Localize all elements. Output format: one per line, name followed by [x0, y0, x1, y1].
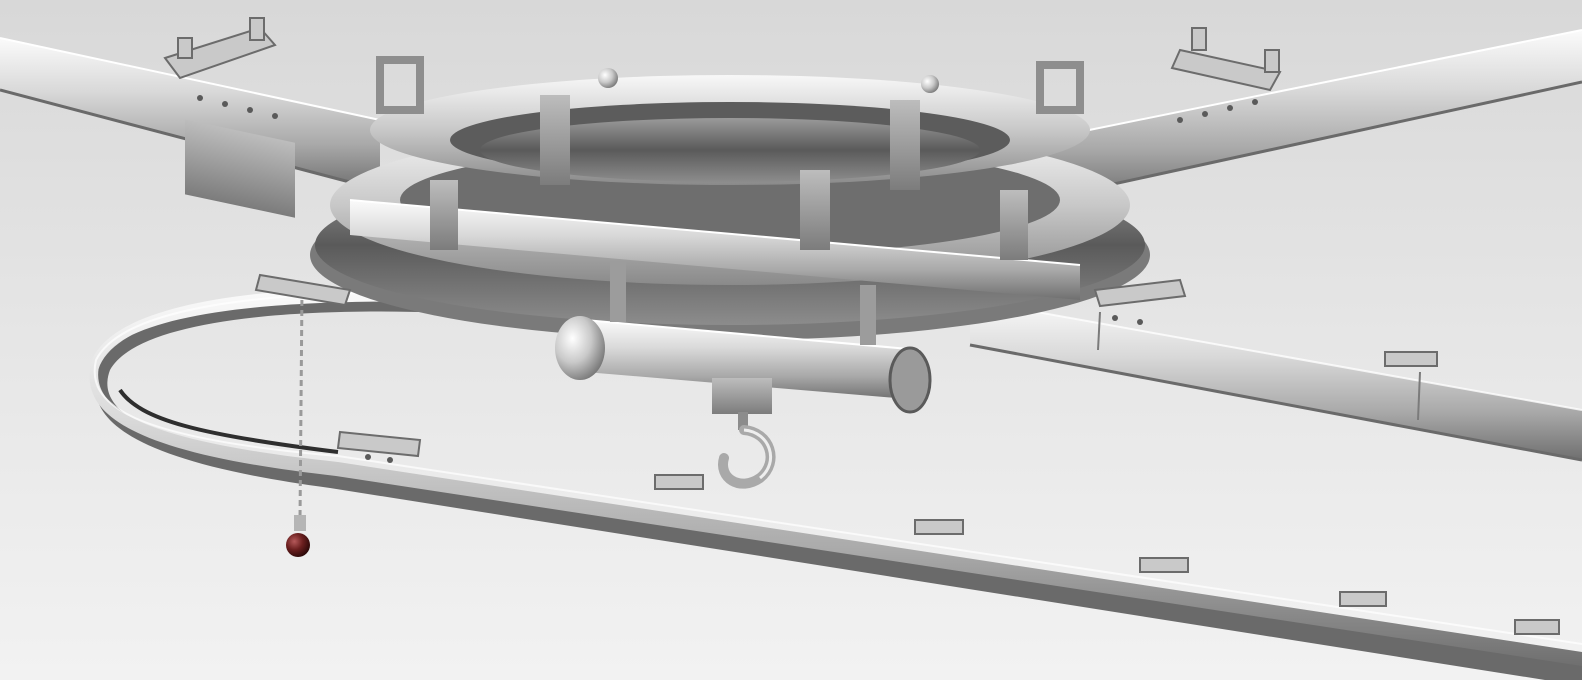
rail-clamp	[914, 519, 964, 535]
rail-clamp	[1514, 619, 1560, 635]
rail-clamp	[254, 273, 352, 307]
counterweight-ball	[286, 533, 310, 557]
rail-clamp	[654, 474, 704, 490]
rail-clamp	[163, 26, 277, 80]
rail-clamp	[1170, 48, 1282, 92]
pull-chain	[286, 289, 310, 557]
rail-clamps	[163, 17, 1560, 635]
rail-clamp	[336, 430, 422, 458]
turntable-ring-assembly	[310, 56, 1150, 340]
bolts	[197, 95, 1258, 463]
rail-clamp	[1384, 351, 1438, 367]
rail-clamp	[1093, 278, 1187, 308]
upper-left-rail	[0, 37, 381, 218]
upper-right-rail	[1039, 29, 1582, 202]
spreader-beam-with-hook	[555, 262, 932, 489]
rail-clamp	[1339, 591, 1387, 607]
rail-clamp	[1139, 557, 1189, 573]
right-lower-rail	[969, 299, 1582, 462]
